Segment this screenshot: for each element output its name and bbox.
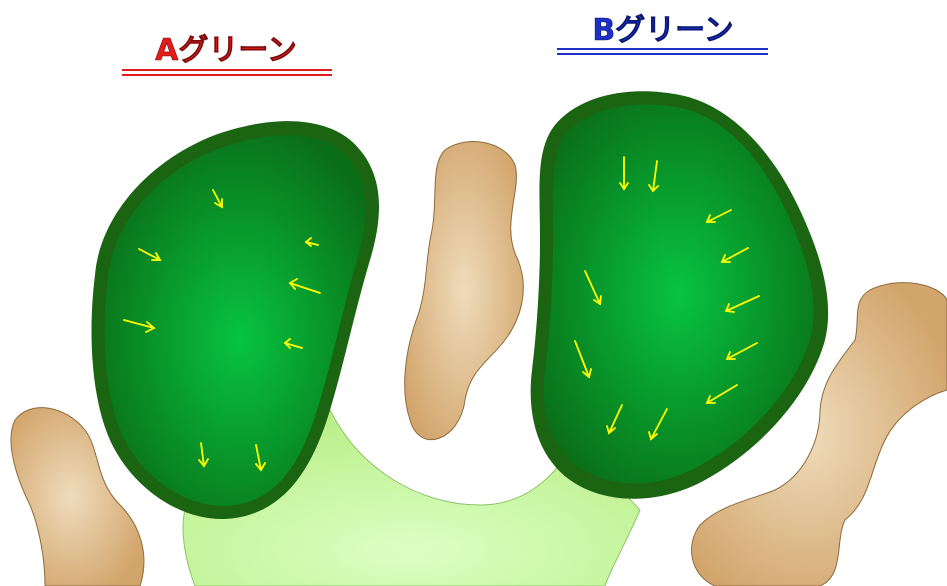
a-green-label: Aグリーン	[155, 33, 297, 68]
b-green-label: Bグリーン	[592, 13, 733, 48]
a-green-title: Aグリーン	[122, 33, 332, 75]
bunker-center	[405, 142, 524, 440]
b-green-title: Bグリーン	[557, 13, 768, 54]
